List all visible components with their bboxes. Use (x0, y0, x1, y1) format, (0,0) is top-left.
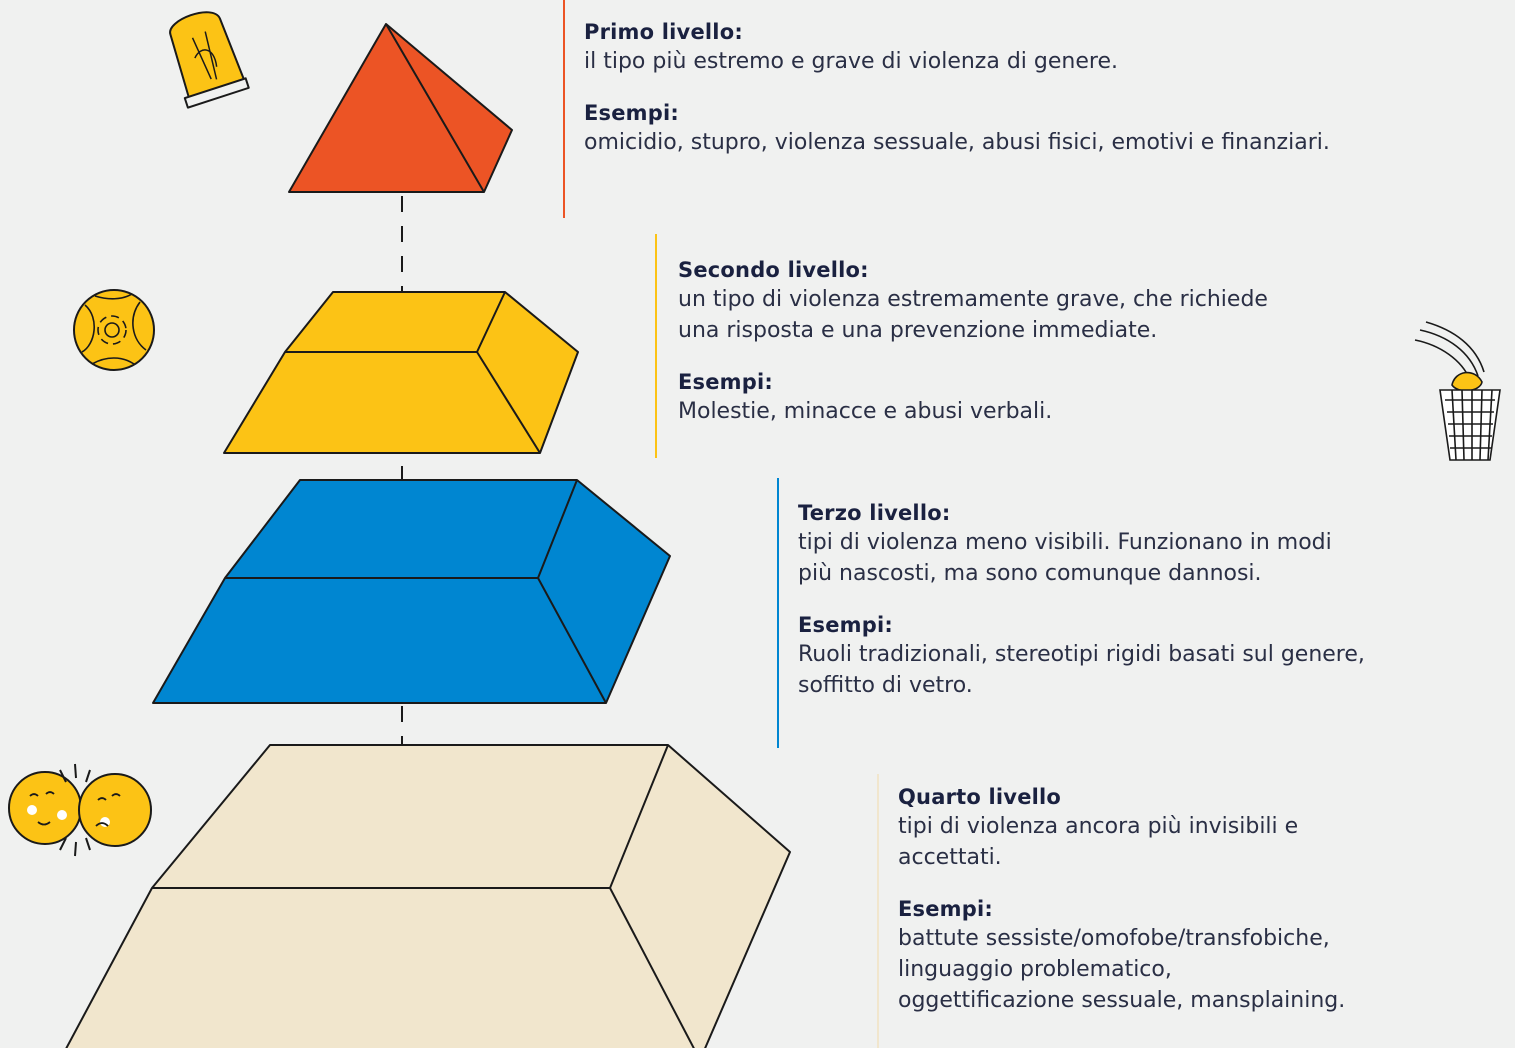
level-2-examples-heading: Esempi: (678, 370, 773, 394)
level-3-description: tipi di violenza meno visibili. Funziona… (798, 530, 1332, 586)
level-2-text: Secondo livello: un tipo di violenza est… (678, 256, 1378, 427)
level-4-text: Quarto livello tipi di violenza ancora p… (898, 783, 1498, 1016)
level-2-rule (655, 234, 657, 458)
level-1-examples-heading: Esempi: (584, 101, 679, 125)
pyramid-level-1 (288, 23, 513, 193)
level-3-examples-heading: Esempi: (798, 613, 893, 637)
level-3-rule (777, 478, 779, 748)
level-1-rule (563, 0, 565, 218)
pyramid-level-3 (152, 479, 671, 704)
faces-icon (8, 763, 152, 857)
level-4-description: tipi di violenza ancora più invisibili e… (898, 814, 1299, 870)
glove-icon (169, 11, 250, 109)
level-1-text: Primo livello: il tipo più estremo e gra… (584, 18, 1484, 158)
pyramid-level-2 (223, 291, 579, 454)
level-4-examples: battute sessiste/omofobe/transfobiche, l… (898, 926, 1346, 1013)
level-4-examples-heading: Esempi: (898, 897, 993, 921)
level-3-text: Terzo livello: tipi di violenza meno vis… (798, 499, 1498, 701)
level-4-rule (877, 774, 879, 1048)
level-1-examples: omicidio, stupro, violenza sessuale, abu… (584, 130, 1330, 155)
level-1-heading: Primo livello: (584, 20, 743, 44)
level-2-examples: Molestie, minacce e abusi verbali. (678, 399, 1053, 424)
level-2-heading: Secondo livello: (678, 258, 869, 282)
pyramid-level-4 (65, 744, 791, 1048)
level-2-description: un tipo di violenza estremamente grave, … (678, 287, 1268, 343)
level-1-description: il tipo più estremo e grave di violenza … (584, 49, 1118, 74)
level-3-heading: Terzo livello: (798, 501, 951, 525)
level-4-heading: Quarto livello (898, 785, 1062, 809)
yarn-ball-icon (73, 289, 155, 371)
trash-bin-icon (1414, 321, 1501, 461)
level-3-examples: Ruoli tradizionali, stereotipi rigidi ba… (798, 642, 1365, 698)
